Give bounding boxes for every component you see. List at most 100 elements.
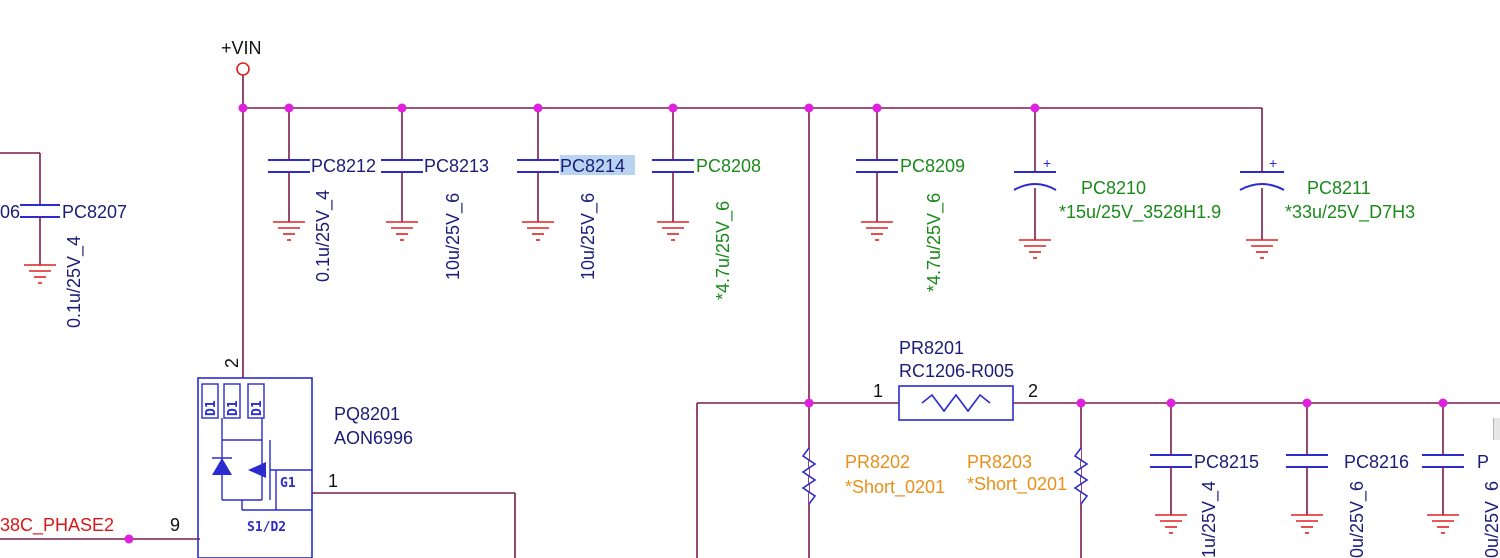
junction-dot (284, 103, 294, 113)
pc8207-ref[interactable]: PC8207 (62, 202, 127, 222)
pin-box (201, 383, 219, 419)
cap-curved-plate (1013, 183, 1057, 191)
resistor-zigzag-icon (1073, 447, 1089, 505)
resistor-body (898, 385, 1014, 421)
pc8210-ref[interactable]: PC8210 (1081, 178, 1146, 198)
junction-dot (668, 103, 678, 113)
capacitor-pc8212[interactable] (268, 159, 310, 173)
wires (0, 75, 1500, 558)
ground-icon (24, 264, 56, 284)
body-diode-icon (212, 457, 232, 475)
capacitor-pc8215[interactable] (1150, 454, 1192, 468)
resistor-pr8202[interactable]: PR8202 *Short_0201 (801, 447, 945, 505)
junction-dot (533, 103, 543, 113)
junction-dot (238, 103, 248, 113)
pr8201-pin1: 1 (873, 381, 883, 401)
capacitor-pc8208[interactable] (652, 159, 694, 173)
pc8213-ref[interactable]: PC8213 (424, 156, 489, 176)
pc8207-partial-value: 06 (0, 202, 20, 222)
capacitor-pc8216[interactable] (1286, 454, 1328, 468)
pc8215-ref[interactable]: PC8215 (1194, 452, 1259, 472)
junction-dot (397, 103, 407, 113)
pc8207-value: 0.1u/25V_4 (64, 236, 85, 328)
vin-label: +VIN (221, 38, 262, 58)
pin-g1-label: G1 (280, 476, 296, 491)
pc8208-ref[interactable]: PC8208 (696, 156, 761, 176)
channel-arrow-icon (248, 462, 266, 478)
junction-dot (804, 398, 814, 408)
pc8211-value: *33u/25V_D7H3 (1285, 202, 1415, 223)
ground-icon (522, 221, 554, 241)
ground-icon (1019, 239, 1051, 259)
pq8201-value: AON6996 (334, 428, 413, 448)
ground-icon (1155, 514, 1187, 534)
scrollbar-handle[interactable] (1493, 418, 1500, 440)
pc8209-ref[interactable]: PC8209 (900, 156, 965, 176)
pc8210-value: *15u/25V_3528H1.9 (1059, 202, 1221, 223)
ground-icon (1246, 239, 1278, 259)
junctions (124, 103, 1448, 544)
junction-dot (124, 534, 134, 544)
junction-dot (872, 103, 882, 113)
ground-icon (1427, 514, 1459, 534)
pin1-number: 1 (328, 471, 338, 491)
junction-dot (804, 103, 814, 113)
pc8214-ref[interactable]: PC8214 (560, 156, 625, 176)
pin-d1-label: D1 (250, 400, 265, 416)
resistor-zigzag-icon (921, 393, 991, 413)
ground-icon (657, 221, 689, 241)
junction-dot (1438, 398, 1448, 408)
pin-box (223, 383, 241, 419)
pin-box (247, 383, 265, 419)
ground-icon (386, 221, 418, 241)
ground-icon (1291, 514, 1323, 534)
pr8201-ref[interactable]: PR8201 (899, 338, 964, 358)
pc8216-value: 0u/25V_6 (1347, 481, 1368, 558)
resistor-pr8201[interactable]: PR8201 RC1206-R005 1 2 (873, 338, 1038, 421)
selection-highlight (560, 155, 635, 175)
pin-s1d2-label: S1/D2 (247, 520, 286, 535)
polarity-plus: + (1043, 155, 1051, 171)
pc8213-value: 10u/25V_6 (443, 193, 464, 280)
pr8202-ref[interactable]: PR8202 (845, 452, 910, 472)
junction-dot (1030, 103, 1040, 113)
partial-ref[interactable]: P (1477, 452, 1489, 472)
pc8212-ref[interactable]: PC8212 (311, 156, 376, 176)
resistor-zigzag-icon (801, 447, 817, 505)
capacitor-pc8209[interactable] (856, 159, 898, 173)
capacitor-partial[interactable] (1422, 454, 1464, 468)
pc8214-value: 10u/25V_6 (578, 193, 599, 280)
pq8201-ref[interactable]: PQ8201 (334, 404, 400, 424)
pr8202-value: *Short_0201 (845, 477, 945, 498)
pr8201-value: RC1206-R005 (899, 361, 1014, 381)
pc8215-value: 1u/25V_4 (1199, 481, 1220, 558)
capacitor-pc8214[interactable] (517, 159, 559, 173)
pr8203-ref[interactable]: PR8203 (967, 452, 1032, 472)
pin-d1-label: D1 (226, 400, 241, 416)
partial-value: 0u/25V_6 (1482, 481, 1500, 558)
pin2-number: 2 (222, 358, 242, 368)
ground-icon (273, 221, 305, 241)
polar-capacitor-pc8210[interactable]: + (1013, 155, 1057, 191)
pin-d1-label: D1 (204, 400, 219, 416)
vin-power-port[interactable]: +VIN (221, 38, 262, 76)
pc8209-value: *4.7u/25V_6 (924, 193, 945, 292)
pc8208-value: *4.7u/25V_6 (713, 201, 734, 300)
pc8216-ref[interactable]: PC8216 (1344, 452, 1409, 472)
ground-icon (861, 221, 893, 241)
capacitor-pc8213[interactable] (381, 159, 423, 173)
pc8212-value: 0.1u/25V_4 (313, 190, 334, 282)
capacitor-pc8207[interactable] (20, 204, 60, 218)
grounds (24, 221, 1459, 534)
junction-dot (1076, 398, 1086, 408)
polarity-plus: + (1269, 155, 1277, 171)
phase2-net-label[interactable]: 38C_PHASE2 (0, 515, 114, 536)
cap-curved-plate (1239, 183, 1285, 191)
junction-dot (1166, 398, 1176, 408)
power-port-icon (236, 62, 250, 76)
pc8211-ref[interactable]: PC8211 (1307, 178, 1371, 198)
pr8203-value: *Short_0201 (967, 474, 1067, 495)
mosfet-pq8201[interactable]: D1 D1 D1 G1 S1/D2 2 1 PQ8201 AON6996 (197, 358, 413, 558)
resistor-pr8203[interactable]: PR8203 *Short_0201 (967, 447, 1089, 505)
